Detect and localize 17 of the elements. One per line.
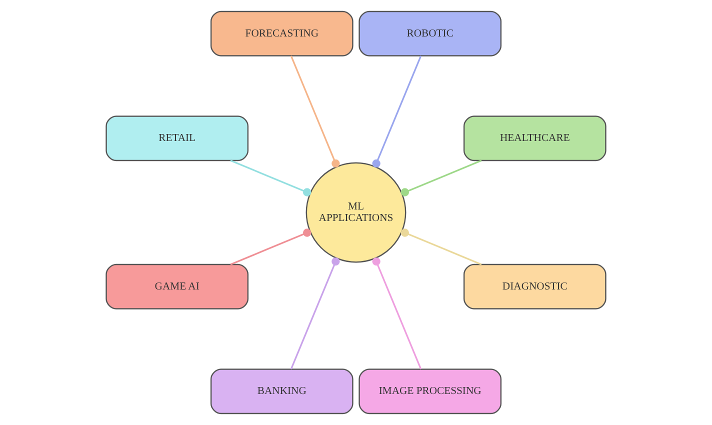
connector bbox=[372, 257, 422, 370]
node-box: DIAGNOSTIC bbox=[463, 264, 606, 310]
connector bbox=[372, 56, 422, 168]
node-box: RETAIL bbox=[106, 116, 249, 162]
connector bbox=[290, 56, 340, 168]
node-box: HEALTHCARE bbox=[463, 116, 606, 162]
node-box: ROBOTIC bbox=[358, 10, 502, 56]
connector bbox=[400, 228, 482, 266]
connector bbox=[230, 160, 312, 196]
node-box: GAME AI bbox=[106, 264, 249, 310]
node-circle: ML APPLICATIONS bbox=[306, 162, 406, 263]
connector bbox=[230, 228, 312, 266]
node-box: BANKING bbox=[210, 368, 354, 414]
node-box: FORECASTING bbox=[210, 10, 354, 56]
node-box: IMAGE PROCESSING bbox=[358, 368, 502, 414]
connector bbox=[290, 257, 340, 370]
connector bbox=[400, 160, 482, 196]
